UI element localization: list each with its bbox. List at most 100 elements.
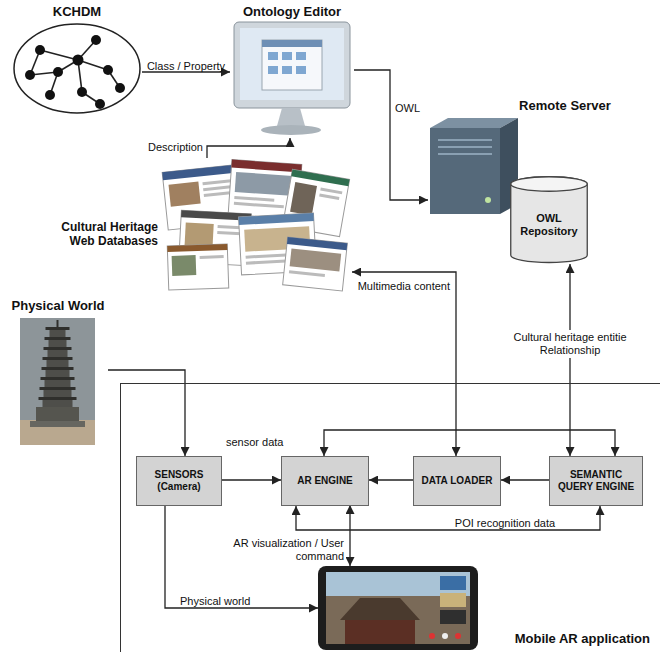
pagoda-photo-part bbox=[50, 330, 66, 337]
process-box: SENSORS (Camera) bbox=[136, 456, 222, 506]
connector-arrow bbox=[501, 479, 549, 480]
label-holder: Description bbox=[148, 137, 203, 155]
label-holder: Remote Server bbox=[504, 96, 626, 114]
monitor-icon-part bbox=[277, 108, 305, 126]
web-page-collage-part-part bbox=[203, 185, 233, 191]
web-page-collage-part-part bbox=[231, 160, 301, 173]
web-page-collage-part-part bbox=[234, 202, 284, 208]
connector-arrow bbox=[207, 138, 290, 158]
connector-arrow bbox=[352, 272, 456, 456]
monitor-icon-part bbox=[282, 66, 292, 74]
web-page-collage-part-part bbox=[319, 193, 339, 199]
tablet-icon bbox=[318, 566, 478, 650]
node-label: Mobile AR application bbox=[515, 631, 650, 647]
server-icon-part bbox=[438, 153, 492, 155]
web-page-collage bbox=[162, 160, 349, 291]
label-holder: POI recognition data bbox=[440, 513, 570, 531]
connector-arrow bbox=[222, 479, 281, 480]
label-holder: Mobile AR application bbox=[515, 629, 650, 647]
app-region: Mobile AR application SENSORS (Camera) AR … bbox=[120, 383, 660, 652]
pagoda-photo-part bbox=[45, 380, 71, 387]
node-label: Remote Server bbox=[519, 98, 611, 114]
server-node: Remote ServerOWL Repository bbox=[428, 96, 626, 266]
node-label: KCHDM bbox=[53, 4, 101, 20]
server-icon-part bbox=[438, 146, 492, 148]
connector-arrow bbox=[324, 430, 615, 456]
tablet-icon-part bbox=[440, 593, 466, 607]
pagoda-photo-part bbox=[47, 360, 69, 367]
web-page-collage-part-part bbox=[167, 244, 227, 252]
web-page-collage-part-part bbox=[283, 237, 348, 291]
edge-label: Class / Property bbox=[147, 60, 225, 73]
pagoda-photo-part bbox=[36, 407, 79, 421]
web-page-collage-part-part bbox=[167, 244, 228, 290]
label-holder: OWL bbox=[395, 98, 420, 116]
model-graph-node: KCHDM bbox=[12, 2, 142, 115]
pagoda-photo-part bbox=[46, 327, 70, 330]
pagoda-photo-part bbox=[42, 367, 74, 370]
monitor-icon-part bbox=[262, 40, 322, 90]
label-holder: Cultural Heritage Web Databases bbox=[48, 220, 158, 249]
monitor-icon-part bbox=[240, 28, 344, 100]
ontology-graph-links-part bbox=[40, 50, 78, 60]
web-page-collage-part bbox=[283, 237, 348, 291]
ontology-graph-dots-part bbox=[45, 90, 55, 100]
label-holder: Multimedia content bbox=[358, 276, 450, 294]
label-holder: AR visualization / User command bbox=[226, 537, 344, 564]
connector-arrow bbox=[569, 264, 570, 456]
web-page-collage-part-part bbox=[185, 222, 214, 247]
label-holder: Physical world bbox=[180, 591, 250, 609]
process-box: DATA LOADER bbox=[413, 456, 501, 506]
tablet-icon-part bbox=[318, 566, 478, 650]
ontology-graph-dots-part bbox=[53, 67, 63, 77]
tablet-icon-part bbox=[340, 598, 420, 620]
ontology-graph-dots-part bbox=[73, 55, 84, 66]
editor-monitor-node: Ontology Editor bbox=[230, 2, 354, 138]
monitor-icon-part bbox=[262, 40, 322, 47]
server-icon-part bbox=[430, 128, 500, 214]
web-page-collage-part-part bbox=[290, 248, 342, 271]
ontology-graph-dots-part bbox=[103, 65, 113, 75]
arrow-label: AR visualization / User command bbox=[226, 537, 344, 563]
tablet-icon-part bbox=[455, 633, 461, 639]
tablet-icon-part bbox=[326, 572, 470, 596]
node-label: Physical World bbox=[12, 298, 105, 314]
edge-label: OWL bbox=[395, 102, 420, 115]
pagoda-photo-part bbox=[20, 318, 95, 445]
pagoda-photo-part bbox=[43, 400, 73, 407]
cylinder-body bbox=[511, 177, 588, 263]
web-page-collage-part-part bbox=[169, 182, 201, 207]
pagoda-photo-part bbox=[40, 387, 76, 390]
web-page-collage-part-part bbox=[289, 270, 325, 277]
arrow-label: Physical world bbox=[180, 595, 250, 608]
monitor-icon-part bbox=[261, 125, 321, 135]
web-page-collage-part-part bbox=[239, 213, 314, 225]
pagoda-photo-part bbox=[44, 390, 72, 397]
photo-node: Physical World bbox=[8, 296, 108, 446]
connector-group bbox=[108, 70, 615, 530]
box-label: DATA LOADER bbox=[422, 475, 493, 487]
web-page-collage-part-part bbox=[217, 231, 241, 235]
monitor-icon-part bbox=[296, 66, 306, 74]
pagoda-photo-part bbox=[39, 397, 77, 400]
label-holder: KCHDM bbox=[12, 2, 142, 20]
ontology-graph-links bbox=[30, 40, 120, 104]
web-page-collage-part-part bbox=[287, 237, 347, 250]
ontology-graph-dots-part bbox=[77, 87, 87, 97]
web-page-collage-part-part bbox=[235, 172, 296, 196]
pagoda-photo-part bbox=[30, 421, 85, 427]
tablet-icon-part bbox=[442, 633, 448, 639]
ontology-graph-dots-part bbox=[25, 70, 35, 80]
monitor-icon-part bbox=[282, 52, 292, 60]
pagoda-photo-part bbox=[41, 377, 75, 380]
box-label: OWL Repository bbox=[513, 212, 585, 238]
tablet-icon-part bbox=[440, 610, 466, 624]
monitor-icon bbox=[234, 22, 350, 135]
cylinder-top bbox=[511, 177, 588, 192]
pagoda-photo-part bbox=[57, 320, 59, 327]
web-page-collage-part-part bbox=[172, 255, 197, 276]
web-page-collage-part-part bbox=[200, 255, 224, 259]
box-label: AR ENGINE bbox=[297, 475, 353, 487]
